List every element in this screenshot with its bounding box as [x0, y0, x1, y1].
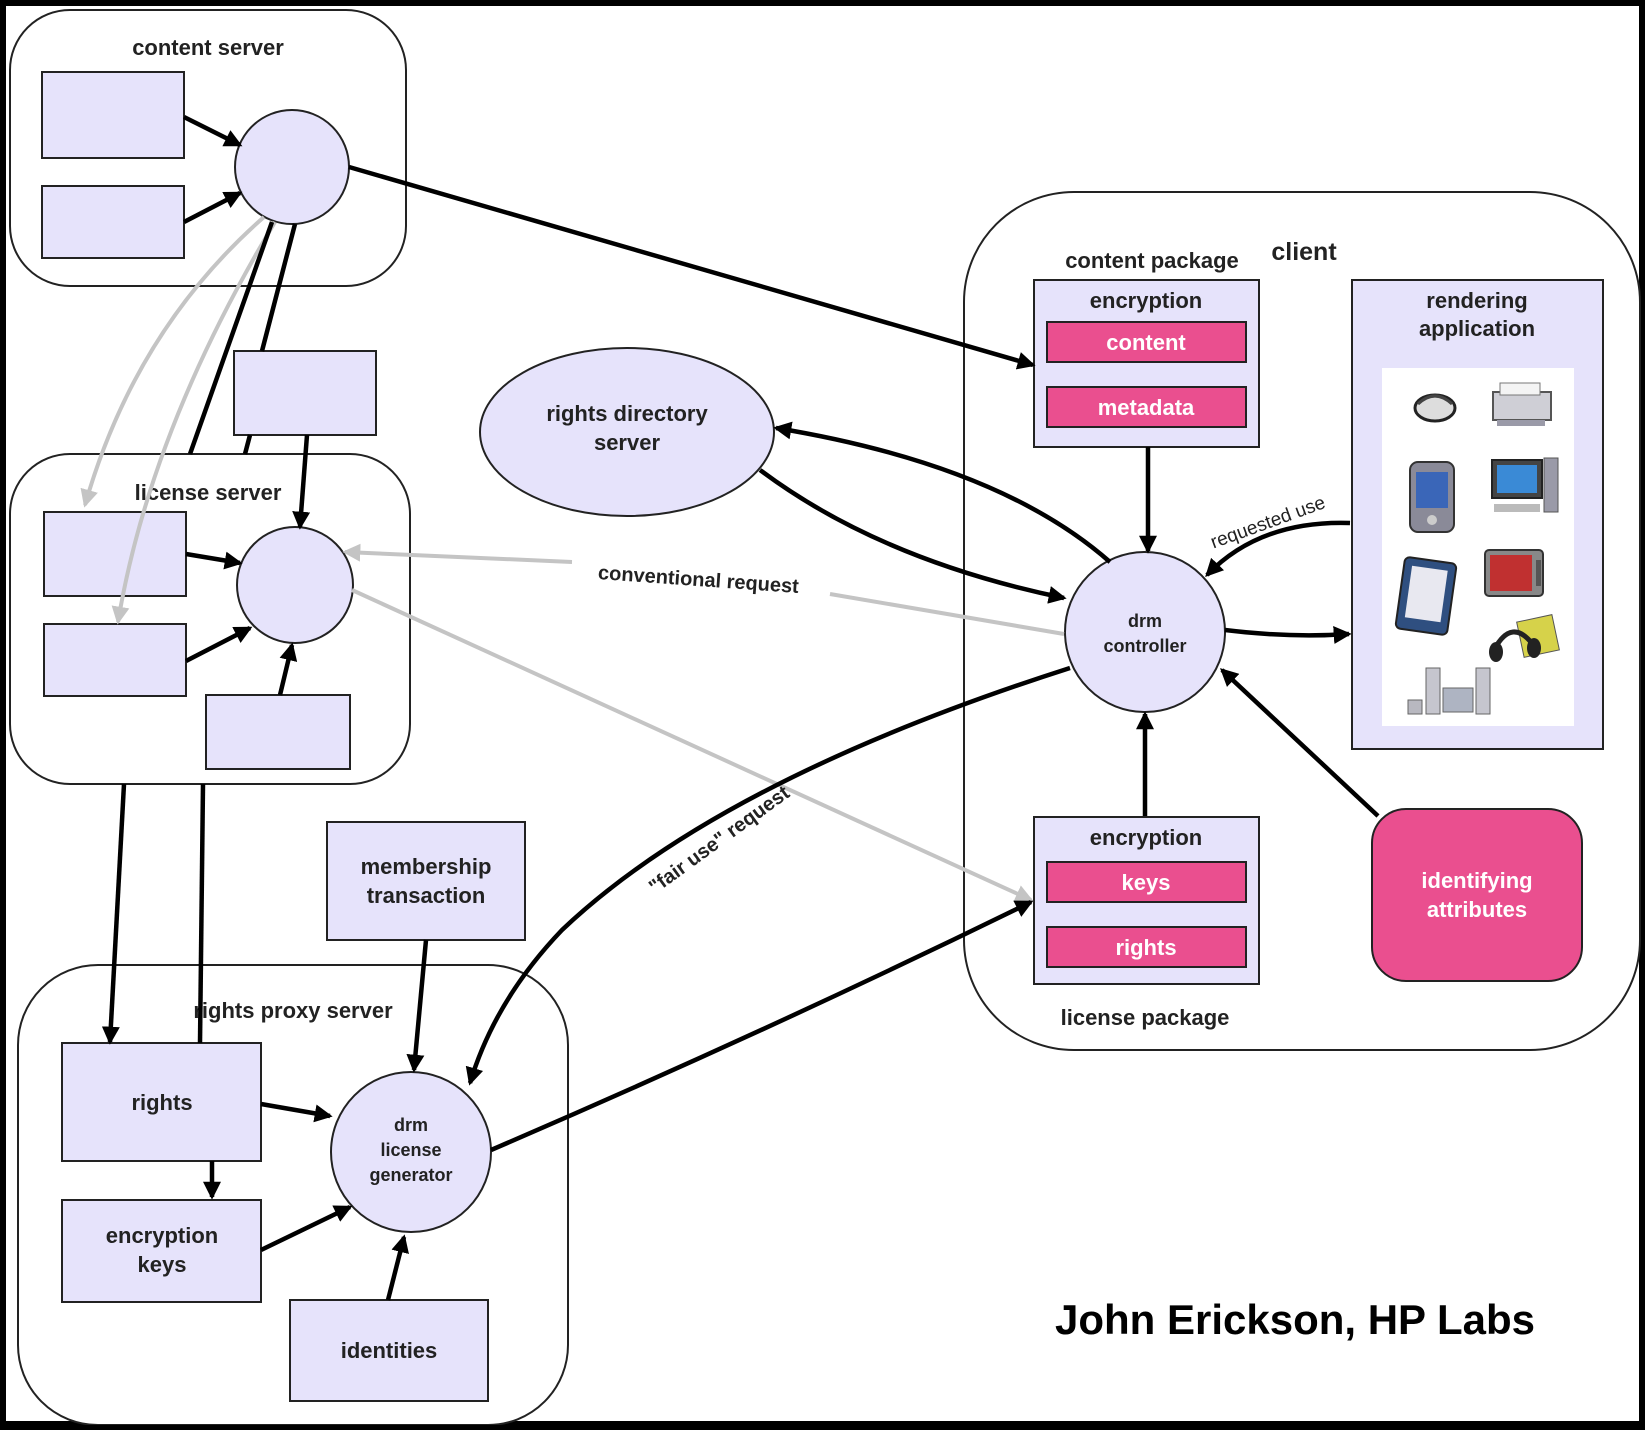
arrow-mid-box-to-license-node [292, 434, 311, 530]
arrow-controller-to-rights-directory [773, 421, 1112, 564]
rights-directory-line-1: rights directory [546, 401, 708, 426]
drm-controller-line-2: controller [1103, 636, 1186, 656]
rights-box-label: rights [131, 1090, 192, 1115]
rights-proxy-server-label: rights proxy server [193, 998, 393, 1023]
desktop-computer-icon [1491, 457, 1559, 513]
content-server-box-2 [41, 185, 185, 259]
arrow-rights-directory-to-controller [758, 468, 1067, 604]
stereo-system-icon [1407, 667, 1491, 715]
license-server-box-1 [43, 511, 187, 597]
encryption-keys-line-2: keys [138, 1252, 187, 1277]
generator-line-3: generator [369, 1165, 452, 1185]
license-package-header: encryption [1090, 825, 1202, 850]
arrow-box2-to-content-node [182, 191, 243, 224]
generator-line-1: drm [394, 1115, 428, 1135]
license-server-label: license server [135, 480, 282, 505]
author-credit: John Erickson, HP Labs [1055, 1296, 1535, 1343]
arrow-lic-box1-to-lic-node [185, 551, 243, 570]
arrow-license-to-rights-box [101, 783, 127, 1045]
license-server-node [236, 526, 354, 644]
television-icon [1484, 549, 1544, 597]
license-server-box-2 [43, 623, 187, 697]
identifying-attributes-line-1: identifying [1421, 868, 1532, 893]
arrow-fair-use-request [465, 665, 1071, 1086]
identifying-attributes-box [1371, 808, 1583, 982]
rendering-application-line-2: application [1419, 316, 1535, 341]
printer-icon [1492, 382, 1552, 426]
intermediate-box [233, 350, 377, 436]
line-content-node-to-license-region [187, 221, 275, 455]
arrow-membership-to-generator [406, 939, 429, 1073]
keys-item [1046, 861, 1247, 903]
arrow-gray-license-node-to-license-package [351, 588, 1034, 902]
content-package-header: encryption [1090, 288, 1202, 313]
membership-transaction-line-2: transaction [367, 883, 486, 908]
headset-icon [1413, 393, 1457, 423]
arrow-keys-to-generator [260, 1204, 353, 1253]
content-item [1046, 321, 1247, 363]
pda-icon [1409, 461, 1455, 533]
line-license-to-rights-proxy [197, 783, 206, 1044]
content-server-node [234, 109, 350, 225]
content-item-label: content [1106, 330, 1186, 355]
rights-item [1046, 926, 1247, 968]
line-content-node-to-mid-box [259, 223, 298, 352]
arrow-lic-box2-to-lic-node [184, 626, 253, 663]
device-image-panel [1382, 368, 1574, 726]
client-label: client [1271, 238, 1337, 266]
content-server-box-1 [41, 71, 185, 159]
rendering-application-line-1: rendering [1426, 288, 1527, 313]
metadata-item-label: metadata [1098, 395, 1195, 420]
gray-line-conventional-request-right [829, 592, 1065, 636]
arrow-requested-use-to-controller [1205, 520, 1351, 577]
encryption-keys-line-1: encryption [106, 1223, 218, 1248]
drm-controller-node [1064, 551, 1226, 713]
license-package-label: license package [1061, 1005, 1230, 1030]
arrow-gray-content-to-license-box-2 [111, 220, 277, 625]
license-server-box-3 [205, 694, 351, 770]
content-package-label: content package [1065, 248, 1239, 273]
arrow-lic-box3-to-lic-node [277, 642, 298, 696]
generator-line-2: license [380, 1140, 441, 1160]
rights-directory-line-2: server [594, 430, 661, 455]
identifying-attributes-line-2: attributes [1427, 897, 1527, 922]
arrow-content-node-to-content-package [348, 164, 1036, 370]
drm-controller-line-1: drm [1128, 611, 1162, 631]
tablet-icon [1394, 556, 1458, 636]
headphones-icon [1489, 614, 1560, 662]
keys-item-label: keys [1122, 870, 1171, 895]
arrow-identities-to-generator [385, 1234, 409, 1301]
content-server-label: content server [132, 35, 284, 60]
membership-transaction-line-1: membership [361, 854, 492, 879]
arrow-rights-to-generator [260, 1101, 333, 1123]
encryption-keys-box [61, 1199, 262, 1303]
arrow-gray-content-to-license-box-1 [80, 215, 266, 508]
line-mid-box-to-license-region [242, 434, 253, 455]
arrow-box1-to-content-node [182, 114, 243, 148]
arrow-identifying-attributes-to-controller [1220, 668, 1380, 818]
rights-box [61, 1042, 262, 1162]
rights-item-label: rights [1115, 935, 1176, 960]
metadata-item [1046, 386, 1247, 428]
identities-box-label: identities [341, 1338, 438, 1363]
arrow-gray-conventional-request-left [342, 543, 573, 564]
arrow-generator-to-license-package [490, 899, 1034, 1153]
membership-transaction-box [326, 821, 526, 941]
arrow-controller-to-rendering-app [1224, 626, 1352, 645]
